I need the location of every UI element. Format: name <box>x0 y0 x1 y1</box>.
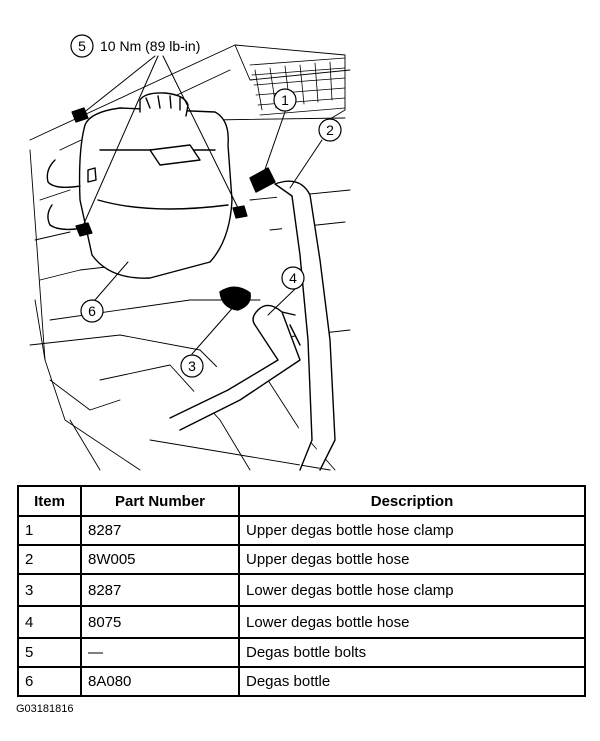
table-row: 6 8A080 Degas bottle <box>17 666 586 697</box>
leader-lines <box>81 55 323 355</box>
item-cell: 2 <box>17 544 82 575</box>
callout-6-number: 6 <box>88 303 96 319</box>
header-part-number: Part Number <box>80 485 240 517</box>
part-number-cell: — <box>80 637 240 668</box>
callout-1-number: 1 <box>281 92 289 108</box>
table-row: 2 8W005 Upper degas bottle hose <box>17 544 586 575</box>
part-number-cell: 8A080 <box>80 666 240 697</box>
header-description: Description <box>238 485 586 517</box>
description-cell: Upper degas bottle hose clamp <box>238 515 586 546</box>
item-cell: 1 <box>17 515 82 546</box>
callout-4-number: 4 <box>289 270 297 286</box>
callout-circles <box>70 34 342 378</box>
table-row: 4 8075 Lower degas bottle hose <box>17 605 586 639</box>
table-header-row: Item Part Number Description <box>17 485 586 517</box>
table-row: 5 — Degas bottle bolts <box>17 637 586 668</box>
degas-bottle-shape <box>46 92 233 279</box>
header-item: Item <box>17 485 82 517</box>
callout-3-number: 3 <box>188 358 196 374</box>
item-cell: 5 <box>17 637 82 668</box>
cowl-ribs <box>249 57 346 116</box>
table-row: 1 8287 Upper degas bottle hose clamp <box>17 515 586 546</box>
part-number-cell: 8W005 <box>80 544 240 575</box>
callout-2-number: 2 <box>326 122 334 138</box>
torque-spec-label: 10 Nm (89 lb-in) <box>100 38 200 54</box>
part-number-cell: 8075 <box>80 605 240 639</box>
description-cell: Degas bottle <box>238 666 586 697</box>
bolt-icons <box>71 107 248 237</box>
description-cell: Lower degas bottle hose <box>238 605 586 639</box>
item-cell: 3 <box>17 573 82 607</box>
parts-table: Item Part Number Description 1 8287 Uppe… <box>17 485 586 697</box>
item-cell: 6 <box>17 666 82 697</box>
table-row: 3 8287 Lower degas bottle hose clamp <box>17 573 586 607</box>
upper-hose <box>249 167 336 471</box>
part-number-cell: 8287 <box>80 515 240 546</box>
part-number-cell: 8287 <box>80 573 240 607</box>
figure-code: G03181816 <box>16 703 74 715</box>
description-cell: Upper degas bottle hose <box>238 544 586 575</box>
lower-hose <box>169 286 301 431</box>
degas-bottle-illustration: 5 10 Nm (89 lb-in) 1 2 4 3 6 <box>29 34 351 471</box>
callout-5-number: 5 <box>78 38 86 54</box>
item-cell: 4 <box>17 605 82 639</box>
description-cell: Lower degas bottle hose clamp <box>238 573 586 607</box>
description-cell: Degas bottle bolts <box>238 637 586 668</box>
